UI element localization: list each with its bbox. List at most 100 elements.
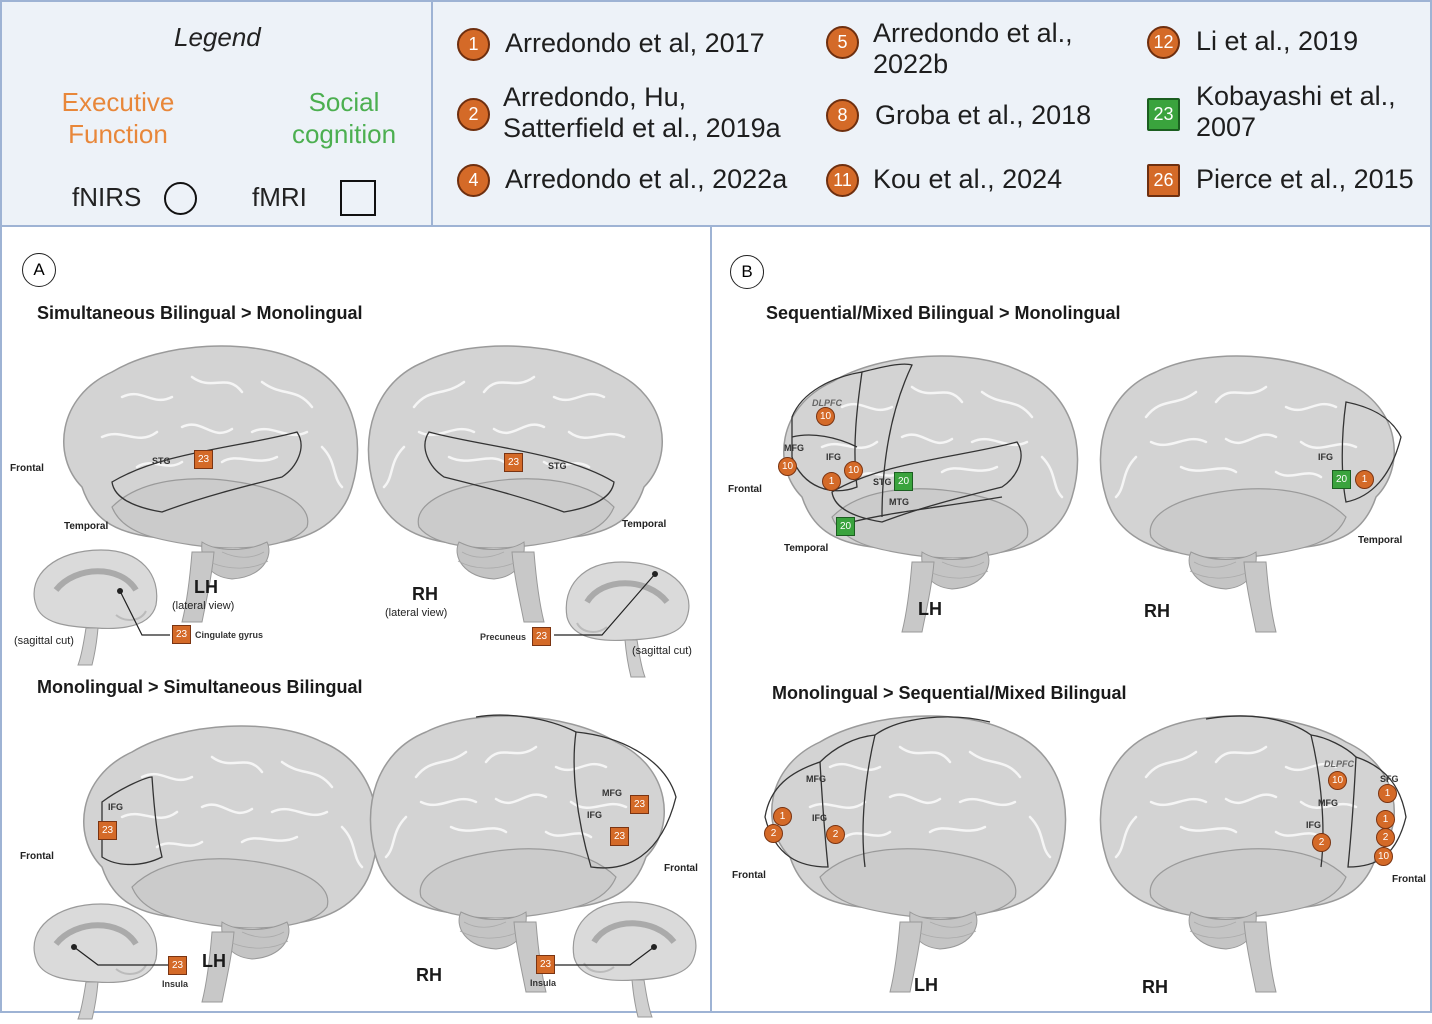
- marker-2: 2: [826, 825, 845, 844]
- legend-fmri-label: fMRI: [252, 182, 307, 212]
- label-frontal: Frontal: [1392, 874, 1426, 885]
- marker-10: 10: [844, 461, 863, 480]
- label-insula: Insula: [530, 978, 557, 988]
- marker-1: 1: [1376, 810, 1395, 829]
- square-icon: [340, 180, 376, 216]
- region-dlpfc: DLPFC: [812, 398, 842, 408]
- label-frontal: Frontal: [20, 851, 54, 862]
- marker-2: 2: [1376, 828, 1395, 847]
- brain-rh-lateral: [1099, 714, 1407, 994]
- label-rh: RH: [412, 584, 438, 604]
- marker-10: 10: [816, 407, 835, 426]
- panel-a-bottom-heading: Monolingual > Simultaneous Bilingual: [37, 677, 363, 697]
- marker-23: 23: [610, 827, 629, 846]
- brain-lh-lateral: [764, 714, 1067, 994]
- label-temporal: Temporal: [1358, 535, 1403, 546]
- marker-20: 20: [1332, 470, 1351, 489]
- references-panel: 1 Arredondo et al, 2017 2 Arredondo, Hu,…: [431, 0, 1432, 227]
- brain-lh-lateral: [62, 344, 359, 624]
- marker-23: 23: [536, 955, 555, 974]
- region-ifg: IFG: [1306, 820, 1321, 830]
- panel-a: A Simultaneous Bilingual > Monolingual F…: [0, 225, 712, 1013]
- reference-badge: 1: [457, 28, 490, 61]
- marker-23: 23: [194, 450, 213, 469]
- label-lh: LH: [918, 599, 942, 619]
- legend-title: Legend: [174, 22, 261, 52]
- marker-23: 23: [168, 956, 187, 975]
- brain-lh-sagittal: [26, 545, 166, 670]
- region-dlpfc: DLPFC: [1324, 759, 1354, 769]
- label-temporal: Temporal: [622, 519, 667, 530]
- marker-1: 1: [773, 807, 792, 826]
- reference-text: Kobayashi et al., 2007: [1196, 81, 1396, 142]
- marker-2: 2: [1312, 833, 1331, 852]
- reference-text: Li et al., 2019: [1196, 26, 1359, 56]
- panel-b-letter: B: [730, 255, 764, 289]
- marker-23: 23: [532, 627, 551, 646]
- region-mfg: MFG: [784, 443, 804, 453]
- marker-23: 23: [504, 453, 523, 472]
- marker-20: 20: [836, 517, 855, 536]
- region-ifg: IFG: [812, 813, 827, 823]
- reference-text: Groba et al., 2018: [875, 100, 1092, 130]
- marker-2: 2: [764, 824, 783, 843]
- reference-badge: 8: [826, 99, 859, 132]
- label-precuneus: Precuneus: [480, 632, 527, 642]
- region-ifg: IFG: [108, 802, 123, 812]
- label-temporal: Temporal: [784, 543, 829, 554]
- marker-23: 23: [630, 795, 649, 814]
- label-sagittal-cut: (sagittal cut): [14, 635, 74, 647]
- legend-panel: Legend Executive Function Social cogniti…: [0, 0, 433, 227]
- region-mfg: MFG: [1318, 798, 1338, 808]
- label-rh: RH: [1142, 977, 1168, 997]
- label-lh: LH: [202, 951, 226, 971]
- brain-lh-lateral: [82, 724, 379, 1004]
- legend-fnirs-label: fNIRS: [72, 182, 142, 212]
- label-rh: RH: [416, 965, 442, 985]
- label-frontal: Frontal: [10, 463, 44, 474]
- reference-text: Arredondo, Hu, Satterfield et al., 2019a: [503, 82, 781, 143]
- reference-badge: 4: [457, 164, 490, 197]
- circle-icon: [164, 182, 197, 215]
- region-ifg: IFG: [826, 452, 841, 462]
- marker-1: 1: [822, 472, 841, 491]
- marker-23: 23: [98, 821, 117, 840]
- label-lateral-view: (lateral view): [385, 607, 448, 619]
- marker-10: 10: [778, 457, 797, 476]
- label-sagittal-cut: (sagittal cut): [632, 645, 692, 657]
- panel-b: B Sequential/Mixed Bilingual > Monolingu…: [710, 225, 1432, 1013]
- panel-b-bottom-heading: Monolingual > Sequential/Mixed Bilingual: [772, 683, 1127, 703]
- reference-badge: 11: [826, 164, 859, 197]
- brain-rh-lateral: [369, 714, 677, 994]
- reference-text: Arredondo et al., 2022a: [505, 164, 788, 194]
- marker-23: 23: [172, 625, 191, 644]
- legend-social-cognition: Social cognition: [291, 87, 397, 149]
- marker-1: 1: [1355, 470, 1374, 489]
- marker-1: 1: [1378, 784, 1397, 803]
- reference-badge: 26: [1147, 164, 1180, 197]
- region-ifg: IFG: [587, 810, 602, 820]
- reference-text: Arredondo et al, 2017: [505, 28, 765, 58]
- brain-lh-lateral: [782, 354, 1079, 634]
- reference-badge: 2: [457, 98, 490, 131]
- reference-badge: 5: [826, 26, 859, 59]
- region-mtg: MTG: [889, 497, 909, 507]
- brain-rh-lateral: [367, 344, 664, 624]
- brain-lh-insula: [26, 899, 166, 1024]
- label-rh: RH: [1144, 601, 1170, 621]
- label-lateral-view: (lateral view): [172, 600, 235, 612]
- legend-executive-function: Executive Function: [61, 87, 175, 149]
- panel-a-top-heading: Simultaneous Bilingual > Monolingual: [37, 303, 363, 323]
- reference-badge: 23: [1147, 98, 1180, 131]
- label-frontal: Frontal: [728, 484, 762, 495]
- brain-rh-lateral: [1099, 354, 1402, 634]
- label-temporal: Temporal: [64, 521, 109, 532]
- label-frontal: Frontal: [732, 870, 766, 881]
- label-lh: LH: [914, 975, 938, 995]
- panel-b-top-heading: Sequential/Mixed Bilingual > Monolingual: [766, 303, 1121, 323]
- region-stg: STG: [548, 461, 567, 471]
- region-mfg: MFG: [806, 774, 826, 784]
- reference-text: Kou et al., 2024: [873, 164, 1063, 194]
- region-sfg: SFG: [1380, 774, 1399, 784]
- label-cingulate-gyrus: Cingulate gyrus: [195, 630, 264, 640]
